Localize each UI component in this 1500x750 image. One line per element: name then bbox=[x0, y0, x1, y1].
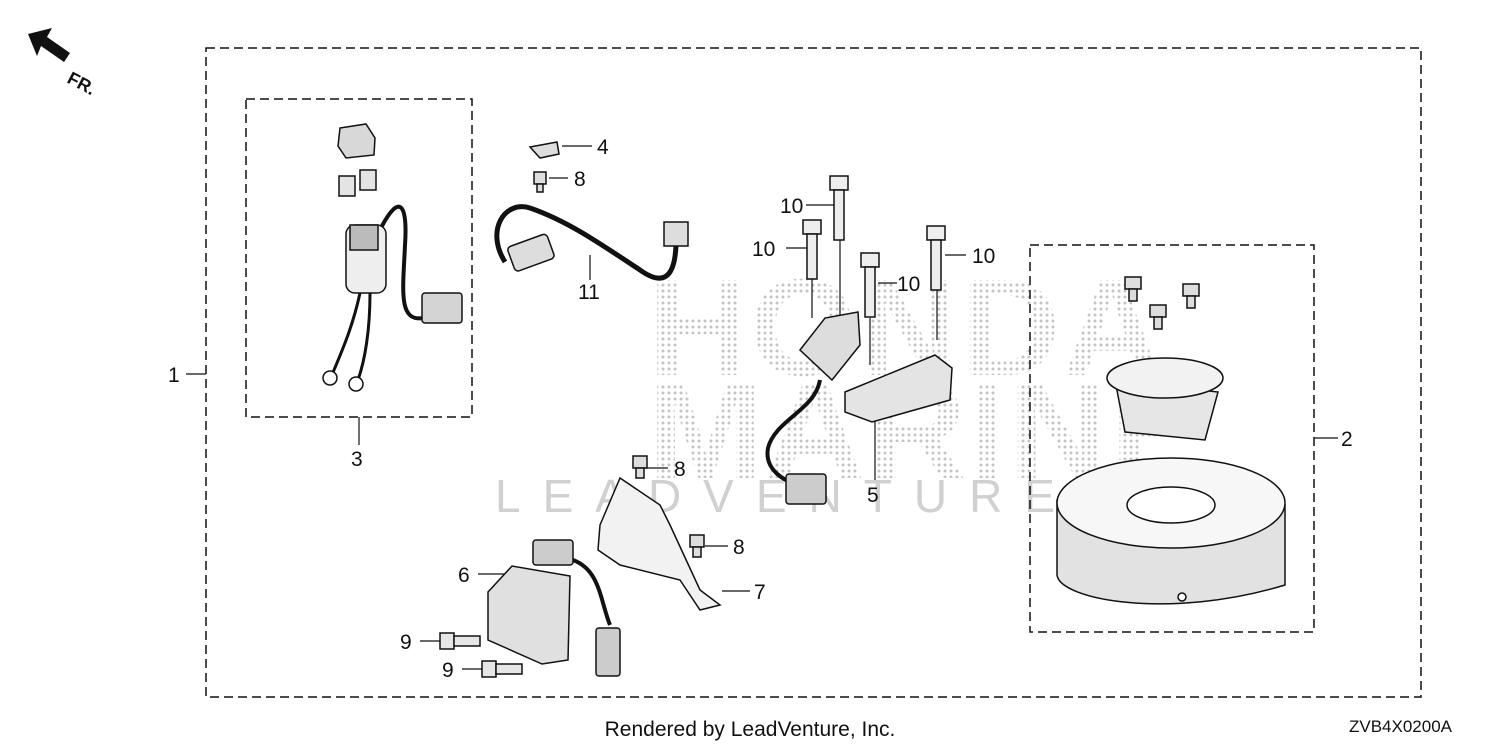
leader-lines bbox=[186, 145, 1338, 670]
callout-3: 3 bbox=[351, 448, 363, 471]
outer-assembly-box bbox=[205, 47, 1422, 698]
callout-8a: 8 bbox=[574, 168, 586, 191]
callouts: 1 2 3 4 5 6 7 8 8 8 9 9 10 10 10 10 11 bbox=[168, 136, 1353, 682]
callout-10b: 10 bbox=[752, 238, 775, 261]
callout-7: 7 bbox=[754, 581, 766, 604]
fuse-holder-kit bbox=[322, 123, 463, 392]
callout-4: 4 bbox=[597, 136, 609, 159]
callout-8b: 8 bbox=[674, 458, 686, 481]
flywheel-kit-2 bbox=[1056, 276, 1286, 605]
front-arrow-icon: FR. bbox=[28, 28, 99, 99]
callout-5: 5 bbox=[867, 484, 879, 507]
callout-11: 11 bbox=[578, 281, 600, 304]
orientation-label: FR. bbox=[64, 68, 99, 99]
callout-2: 2 bbox=[1341, 428, 1353, 451]
callout-9b: 9 bbox=[442, 659, 454, 682]
callout-10a: 10 bbox=[780, 195, 803, 218]
bracket-part-7 bbox=[597, 476, 722, 611]
regulator-part-5 bbox=[765, 311, 953, 505]
regulator-part-6 bbox=[487, 539, 621, 677]
callout-6: 6 bbox=[458, 564, 470, 587]
render-credit: Rendered by LeadVenture, Inc. bbox=[604, 718, 896, 741]
callout-1: 1 bbox=[168, 364, 180, 387]
screw-part-8a bbox=[533, 171, 547, 193]
harness-part-11 bbox=[494, 204, 689, 281]
callout-10c: 10 bbox=[897, 273, 920, 296]
terminal-part-4 bbox=[528, 141, 560, 159]
screw-part-8c bbox=[689, 534, 705, 558]
callout-10d: 10 bbox=[972, 245, 995, 268]
bolts-part-9 bbox=[439, 632, 523, 678]
screw-part-8b bbox=[632, 455, 648, 479]
callout-9a: 9 bbox=[400, 631, 412, 654]
bolts-part-10 bbox=[802, 175, 946, 318]
diagram-code: ZVB4X0200A bbox=[1348, 717, 1452, 736]
watermark-line3: LEADVENTURE bbox=[495, 470, 1077, 522]
kit-box-3 bbox=[245, 98, 473, 418]
callout-8c: 8 bbox=[733, 536, 745, 559]
